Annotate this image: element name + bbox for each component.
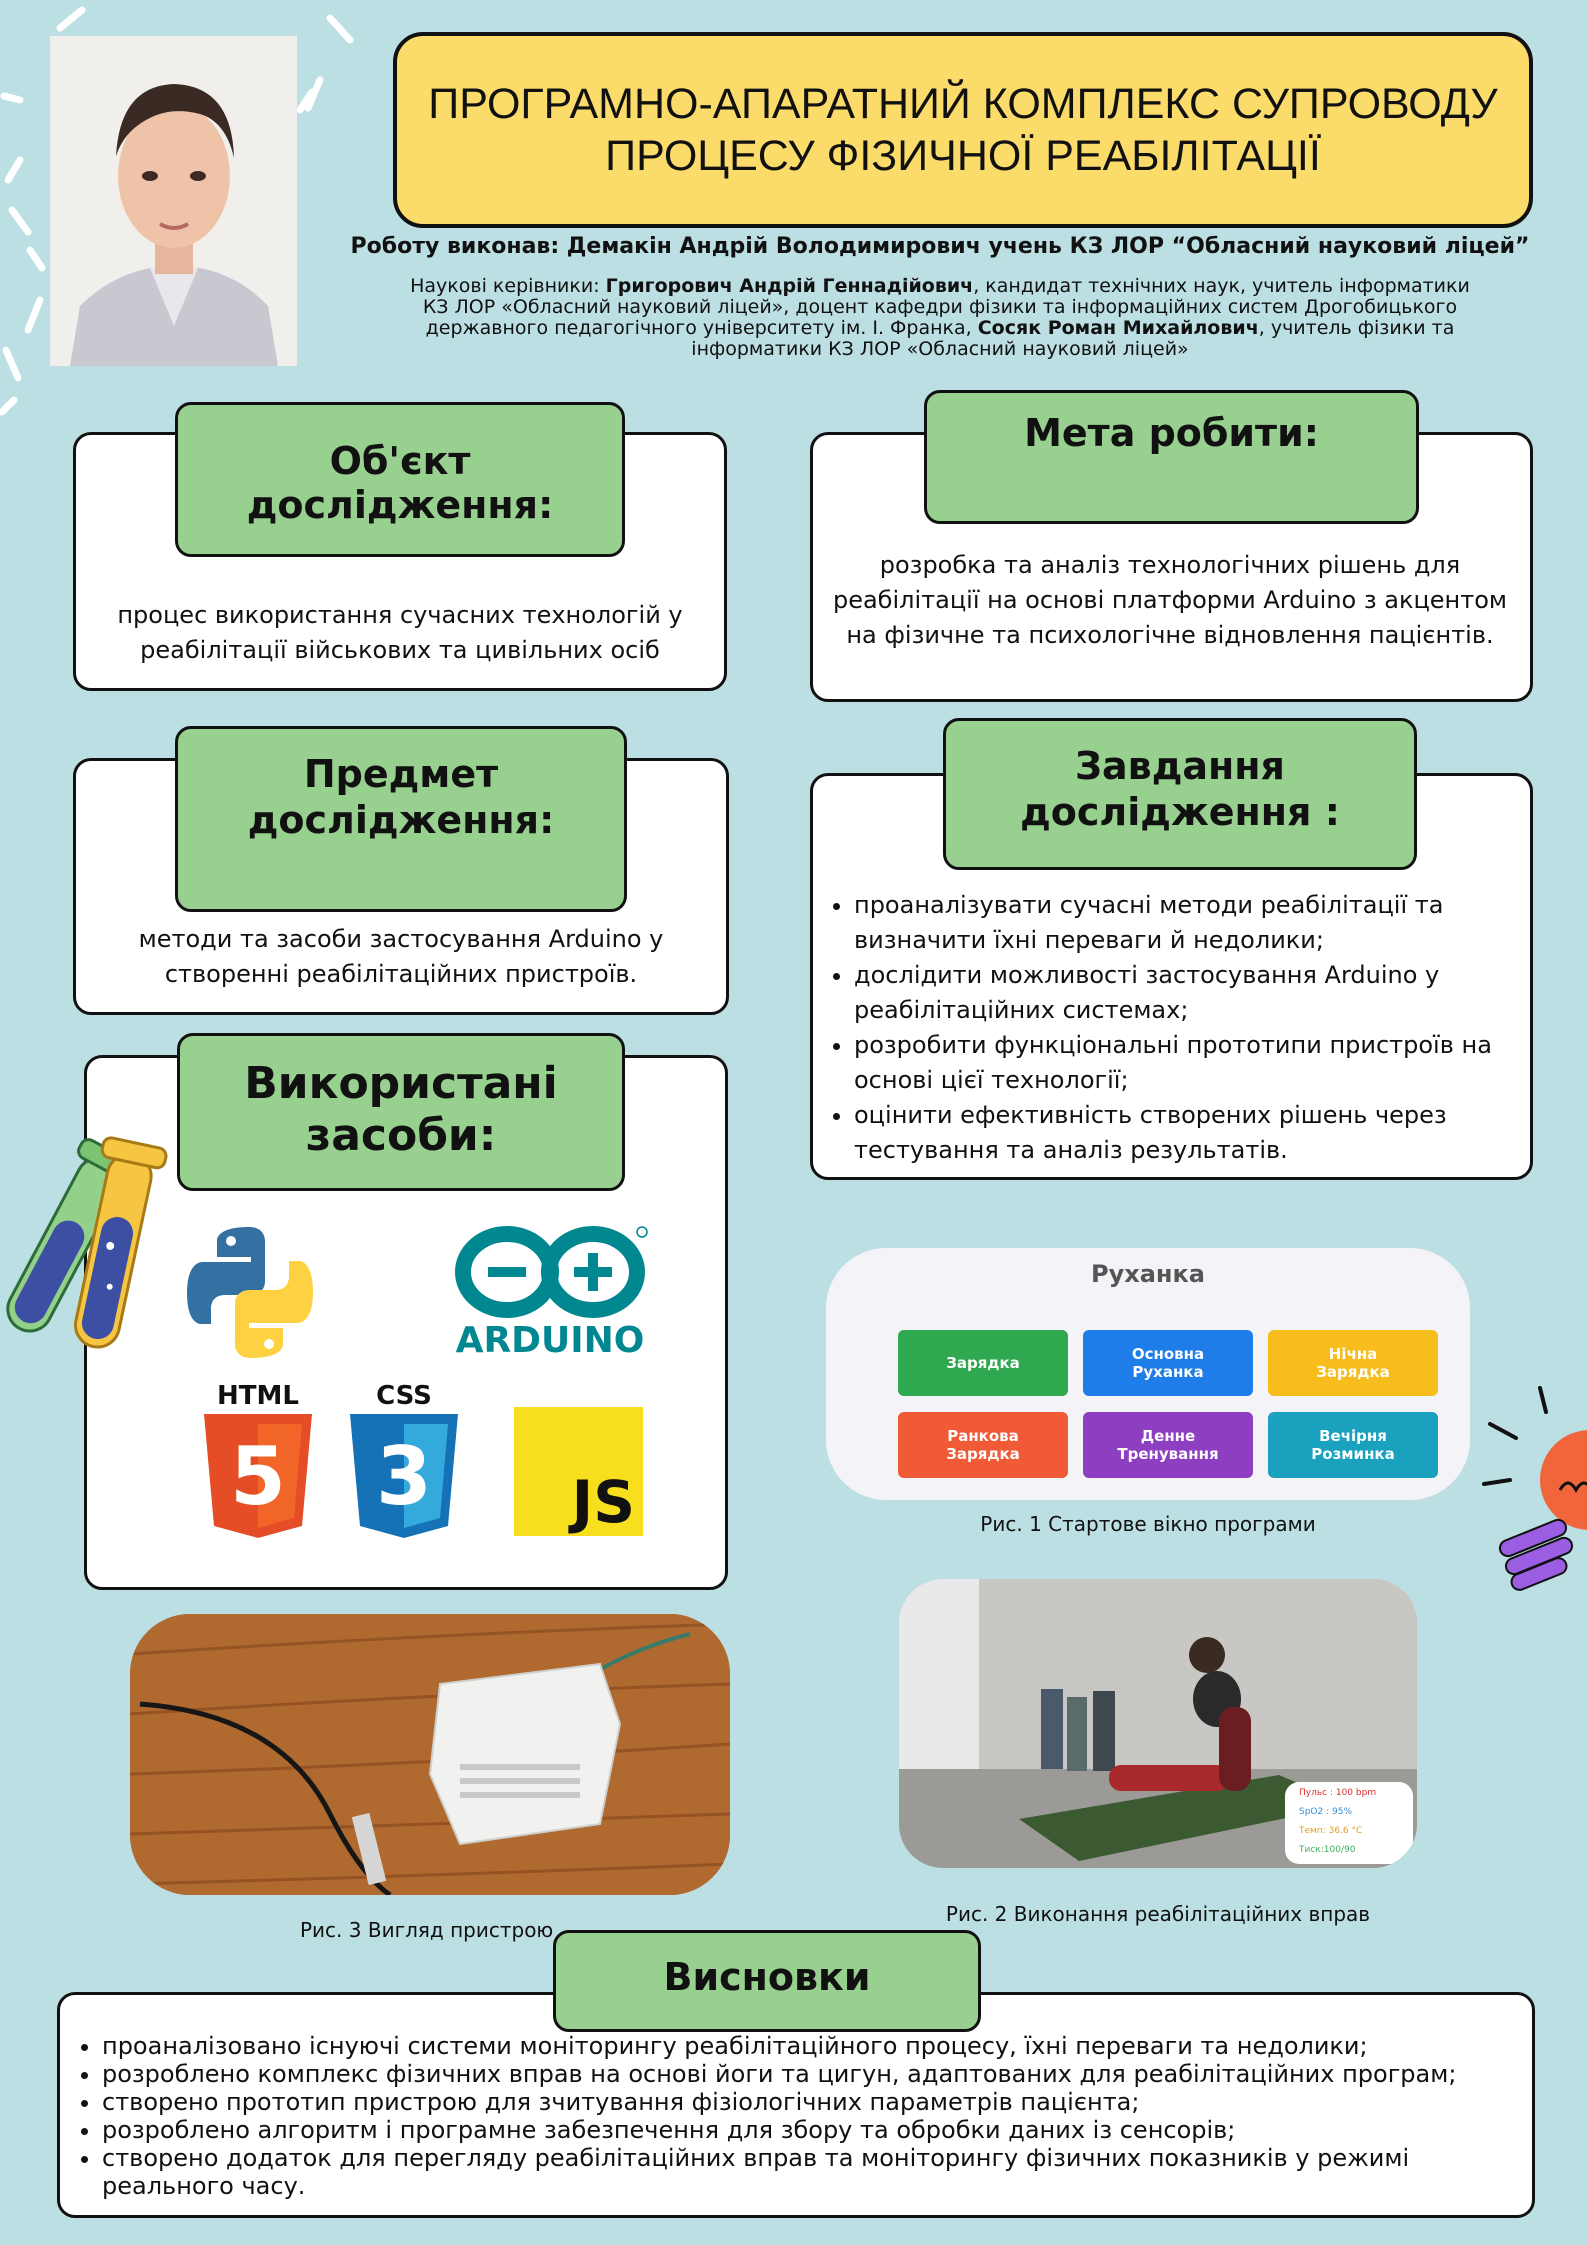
conclusion-item: розроблено комплекс фізичних вправ на ос… xyxy=(102,2060,1526,2088)
app-title: Руханка xyxy=(1091,1260,1205,1288)
author-line: Роботу виконав: Демакін Андрій Володимир… xyxy=(350,234,1530,259)
conclusions-list: проаналізовано існуючі системи моніторин… xyxy=(76,2032,1526,2200)
arduino-logo: ARDUINO xyxy=(455,1226,648,1361)
figure-2-caption: Рис. 2 Виконання реабілітаційних вправ xyxy=(945,1902,1371,1926)
html-label: HTML xyxy=(217,1381,299,1411)
css-number: 3 xyxy=(376,1430,432,1523)
object-heading-tag: Об'єкт дослідження: xyxy=(175,402,625,557)
light-bulb-decoration xyxy=(1482,1386,1587,1591)
conclusion-item: створено додаток для перегляду реабіліта… xyxy=(102,2144,1526,2200)
figure-1-caption: Рис. 1 Стартове вікно програми xyxy=(980,1512,1316,1536)
tasks-heading-tag: Завдання дослідження : xyxy=(943,718,1417,870)
task-item: розробити функціональні прототипи пристр… xyxy=(854,1028,1528,1098)
conclusions-heading-tag: Висновки xyxy=(553,1930,981,2032)
app-button-rankova-zaryadka[interactable]: Ранкова Зарядка xyxy=(898,1412,1068,1478)
app-button-osnovna-rukhanka[interactable]: Основна Руханка xyxy=(1083,1330,1253,1396)
advisors-text-1: , кандидат технічних наук, учитель інфор… xyxy=(422,275,1470,339)
poster-title: ПРОГРАМНО-АПАРАТНИЙ КОМПЛЕКС СУПРОВОДУ П… xyxy=(428,80,1498,180)
app-button-zaryadka[interactable]: Зарядка xyxy=(898,1330,1068,1396)
subject-heading: Предмет дослідження: xyxy=(247,752,555,842)
vitals-pressure: Тиск:100/90 xyxy=(1299,1845,1356,1855)
device-photo xyxy=(130,1614,730,1895)
task-item: дослідити можливості застосування Arduin… xyxy=(854,958,1528,1028)
css-label: CSS xyxy=(376,1381,432,1411)
html5-logo: HTML 5 xyxy=(204,1381,312,1538)
advisor-name-2: Сосяк Роман Михайлович xyxy=(977,317,1259,339)
app-button-denne-trenuvannya[interactable]: Денне Тренування xyxy=(1083,1412,1253,1478)
conclusion-item: розроблено алгоритм і програмне забезпеч… xyxy=(102,2116,1526,2144)
subject-heading-tag: Предмет дослідження: xyxy=(175,726,627,912)
vitals-spo2: SpO2 : 95% xyxy=(1299,1807,1352,1817)
decorative-dashes xyxy=(0,6,354,416)
app-button-nichna-zaryadka[interactable]: Нічна Зарядка xyxy=(1268,1330,1438,1396)
object-heading: Об'єкт дослідження: xyxy=(246,439,554,527)
css3-logo: CSS 3 xyxy=(350,1381,458,1538)
app-button-vechirnya-rozmynka[interactable]: Вечірня Розминка xyxy=(1268,1412,1438,1478)
conclusion-item: створено прототип пристрою для зчитуванн… xyxy=(102,2088,1526,2116)
advisors-text: Наукові керівники: Григорович Андрій Ген… xyxy=(400,276,1480,360)
app-screenshot: Руханка Зарядка Основна Руханка Нічна За… xyxy=(826,1248,1470,1500)
vitals-pulse: Пульс : 100 bpm xyxy=(1299,1788,1377,1798)
author-photo xyxy=(50,36,297,366)
figure-3-caption: Рис. 3 Вигляд пристрою xyxy=(300,1918,554,1942)
goal-heading: Мета робити: xyxy=(1024,411,1319,455)
javascript-logo: JS xyxy=(514,1407,643,1536)
subject-text: методи та засоби застосування Arduino у … xyxy=(138,925,664,988)
html-number: 5 xyxy=(230,1430,286,1523)
object-text: процес використання сучасних технологій … xyxy=(117,601,683,664)
test-tubes-decoration xyxy=(6,1136,168,1349)
js-label: JS xyxy=(571,1468,635,1536)
task-item: оцінити ефективність створених рішень че… xyxy=(854,1098,1528,1168)
tasks-list: проаналізувати сучасні методи реабілітац… xyxy=(828,888,1528,1168)
goal-heading-tag: Мета робити: xyxy=(924,390,1419,524)
conclusions-heading: Висновки xyxy=(663,1955,871,1999)
advisors-prefix: Наукові керівники: xyxy=(410,275,606,297)
tools-heading: Використані засоби: xyxy=(244,1058,558,1161)
vitals-temp: Темп: 36.6 °C xyxy=(1299,1826,1363,1836)
advisor-name-1: Григорович Андрій Геннадійович xyxy=(605,275,974,297)
python-logo xyxy=(187,1227,313,1358)
advisors-text-2: , учитель фізики та інформатики КЗ ЛОР «… xyxy=(691,317,1455,360)
goal-text: розробка та аналіз технологічних рішень … xyxy=(832,551,1508,649)
vitals-overlay: Пульс : 100 bpm SpO2 : 95% Темп: 36.6 °C… xyxy=(1285,1782,1413,1864)
tools-heading-tag: Використані засоби: xyxy=(177,1033,625,1191)
conclusion-item: проаналізовано існуючі системи моніторин… xyxy=(102,2032,1526,2060)
poster-title-box: ПРОГРАМНО-АПАРАТНИЙ КОМПЛЕКС СУПРОВОДУ П… xyxy=(393,32,1533,228)
task-item: проаналізувати сучасні методи реабілітац… xyxy=(854,888,1528,958)
exercise-photo: Пульс : 100 bpm SpO2 : 95% Темп: 36.6 °C… xyxy=(899,1579,1417,1868)
arduino-label: ARDUINO xyxy=(456,1320,645,1361)
tasks-heading: Завдання дослідження : xyxy=(1020,744,1340,834)
